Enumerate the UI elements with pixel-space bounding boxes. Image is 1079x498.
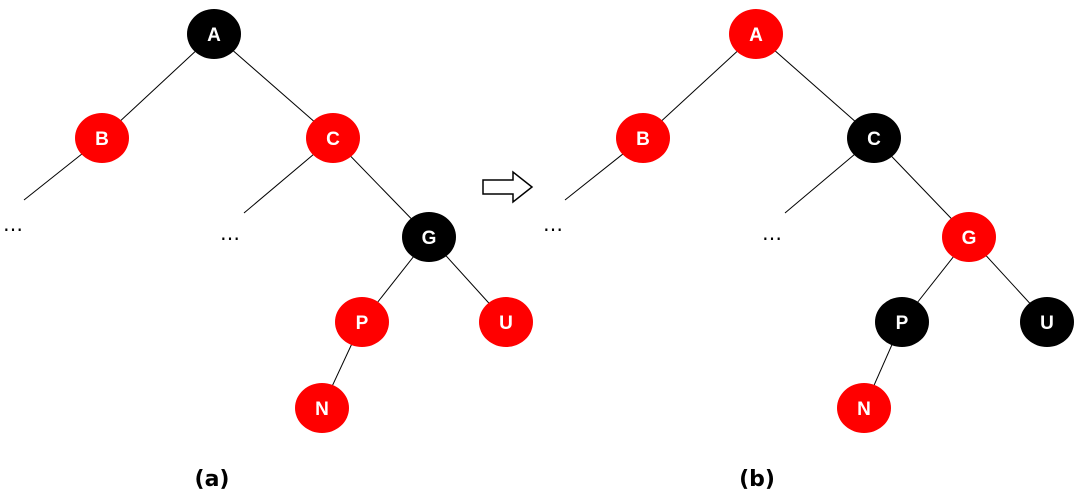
tree-b-node-B-label: B: [636, 129, 650, 150]
tree-b-node-B: B: [616, 113, 670, 163]
tree-a-caption: (a): [195, 467, 230, 492]
tree-b-node-P-label: P: [896, 313, 909, 334]
tree-a-node-C: C: [306, 113, 360, 163]
tree-a-node-P-circle: [335, 297, 389, 347]
tree-a-node-G-label: G: [422, 228, 437, 249]
tree-b-node-N-circle: [837, 383, 891, 433]
tree-b-node-A-circle: [729, 9, 783, 59]
tree-a-node-P: P: [335, 297, 389, 347]
tree-b-node-A-label: A: [749, 25, 763, 46]
tree-b-node-N-label: N: [857, 399, 871, 420]
tree-b-ellipsis-B-left-subtree: …: [543, 212, 563, 236]
tree-b-node-B-circle: [616, 113, 670, 163]
tree-a-node-A-circle: [187, 9, 241, 59]
tree-b-node-C-circle: [847, 113, 901, 163]
tree-a-node-P-label: P: [356, 313, 369, 334]
tree-b-node-C-label: C: [867, 129, 881, 150]
tree-a-ellipsis-B-left-subtree: …: [3, 212, 23, 236]
tree-a-node-B-circle: [75, 113, 129, 163]
tree-a-node-B: B: [75, 113, 129, 163]
tree-b-node-C: C: [847, 113, 901, 163]
tree-a-node-U-label: U: [499, 313, 513, 334]
tree-a-node-U-circle: [479, 297, 533, 347]
tree-b: … … A B C G P U N: [543, 9, 1074, 433]
tree-a-node-G-circle: [402, 212, 456, 262]
tree-b-node-G: G: [942, 212, 996, 262]
tree-b-ellipsis-C-left-subtree: …: [762, 221, 782, 245]
tree-a-node-N-label: N: [315, 399, 329, 420]
right-outline-arrow-icon: [482, 170, 534, 204]
tree-a-node-B-label: B: [95, 129, 109, 150]
tree-a-node-A: A: [187, 9, 241, 59]
tree-b-node-N: N: [837, 383, 891, 433]
tree-a-node-N: N: [295, 383, 349, 433]
tree-b-node-P-circle: [875, 297, 929, 347]
tree-b-node-G-label: G: [962, 228, 977, 249]
tree-b-caption: (b): [739, 467, 775, 492]
tree-a-node-C-label: C: [326, 129, 340, 150]
tree-b-node-U: U: [1020, 297, 1074, 347]
tree-a-edge-A-C: [213, 33, 334, 139]
tree-a-node-C-circle: [306, 113, 360, 163]
tree-a-node-G: G: [402, 212, 456, 262]
tree-b-edge-A-C: [755, 33, 875, 139]
tree-a-node-U: U: [479, 297, 533, 347]
tree-b-node-U-circle: [1020, 297, 1074, 347]
tree-a-node-N-circle: [295, 383, 349, 433]
tree-b-node-A: A: [729, 9, 783, 59]
tree-b-node-U-label: U: [1040, 313, 1054, 334]
tree-a-ellipsis-C-left-subtree: …: [220, 221, 240, 245]
tree-a: … … A B C G P U N: [3, 9, 533, 433]
tree-b-node-G-circle: [942, 212, 996, 262]
tree-b-node-P: P: [875, 297, 929, 347]
tree-a-node-A-label: A: [207, 25, 221, 46]
